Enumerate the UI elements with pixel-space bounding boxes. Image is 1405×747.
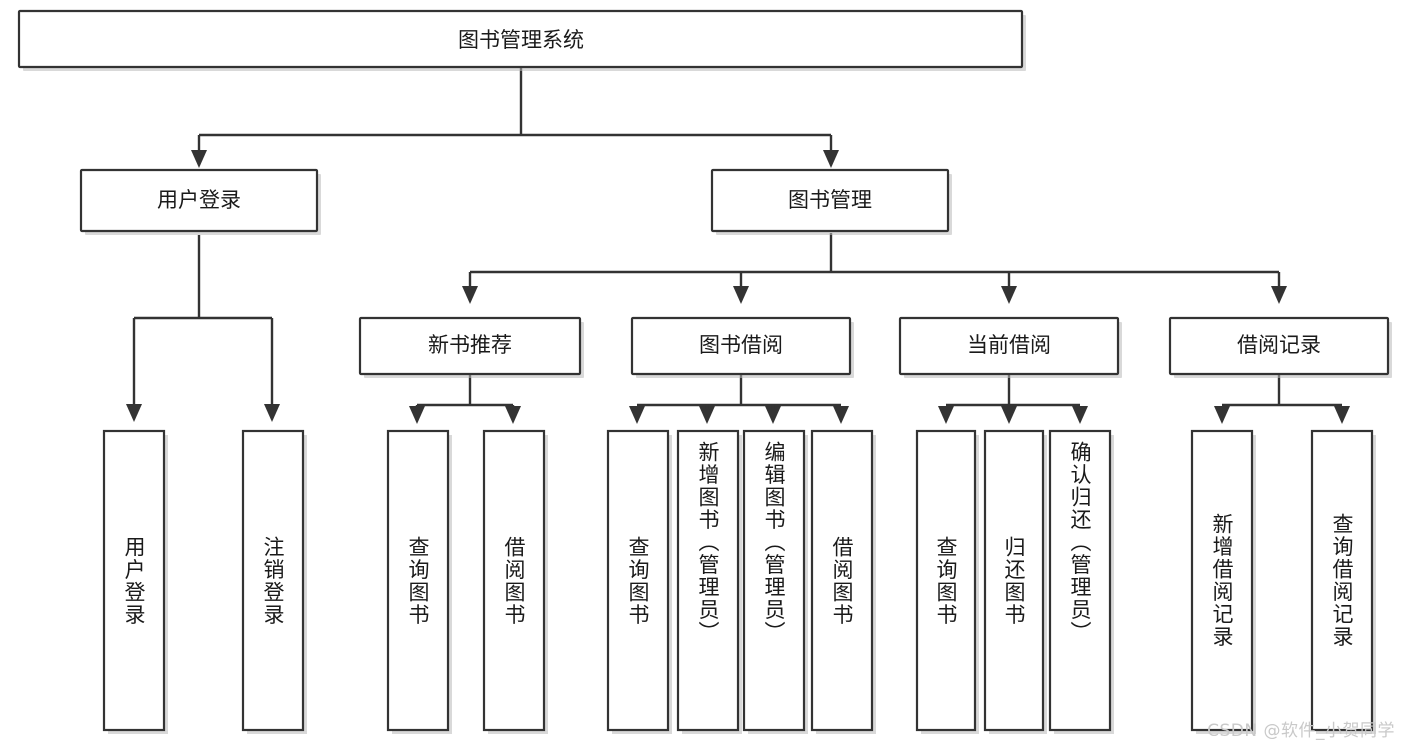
node-leaf-edit-book-box[interactable] — [742, 429, 806, 732]
node-book-borrow[interactable]: 图书借阅 — [630, 316, 854, 378]
arrowhead-current-borrow — [1001, 286, 1017, 304]
node-leaf-user-login-box[interactable] — [102, 429, 166, 732]
node-book-borrow-box[interactable] — [630, 316, 852, 376]
node-user-login-label: 用户登录 — [157, 188, 241, 212]
arrowhead-leaf-borrow-book-1 — [505, 406, 521, 424]
node-leaf-query-book-1-box[interactable] — [386, 429, 450, 732]
node-new-book-rec-box[interactable] — [358, 316, 582, 376]
arrowhead-leaf-user-login — [126, 404, 142, 422]
node-borrow-record-box[interactable] — [1168, 316, 1390, 376]
arrowhead-leaf-add-book — [699, 406, 715, 424]
arrowhead-leaf-confirm-return — [1072, 406, 1088, 424]
node-leaf-add-record-box[interactable] — [1190, 429, 1254, 732]
arrowhead-leaf-query-book-3 — [938, 406, 954, 424]
node-new-book-rec-label: 新书推荐 — [428, 333, 512, 357]
node-root[interactable]: 图书管理系统 — [17, 9, 1026, 71]
node-leaf-return-book-box[interactable] — [983, 429, 1045, 732]
arrowhead-leaf-query-book-1 — [409, 406, 425, 424]
node-book-mgmt-label: 图书管理 — [788, 188, 872, 212]
node-leaf-add-book-box[interactable] — [676, 429, 740, 732]
node-leaf-confirm-return-box[interactable] — [1048, 429, 1112, 732]
node-book-mgmt[interactable]: 图书管理 — [710, 168, 952, 235]
arrowhead-leaf-return-book — [1001, 406, 1017, 424]
arrowhead-user-login — [191, 150, 207, 168]
node-new-book-rec[interactable]: 新书推荐 — [358, 316, 584, 378]
arrowhead-leaf-logout — [264, 404, 280, 422]
arrowhead-leaf-borrow-book-2 — [833, 406, 849, 424]
arrowhead-leaf-query-book-2 — [629, 406, 645, 424]
node-leaf-query-record-box[interactable] — [1310, 429, 1374, 732]
connector-layer — [126, 67, 1350, 424]
watermark-text: CSDN @软件_小贺同学 — [1207, 721, 1395, 741]
arrowhead-new-book-rec — [462, 286, 478, 304]
arrowhead-book-borrow — [733, 286, 749, 304]
node-borrow-record[interactable]: 借阅记录 — [1168, 316, 1392, 378]
node-user-login-box[interactable] — [79, 168, 319, 233]
node-current-borrow[interactable]: 当前借阅 — [898, 316, 1122, 378]
node-book-borrow-label: 图书借阅 — [699, 333, 783, 357]
node-leaf-borrow-book-1-box[interactable] — [482, 429, 546, 732]
node-borrow-record-label: 借阅记录 — [1237, 333, 1321, 357]
arrowhead-leaf-edit-book — [765, 406, 781, 424]
arrowhead-book-mgmt — [823, 150, 839, 168]
leaf-boxes-layer — [102, 429, 1376, 734]
node-root-label: 图书管理系统 — [458, 28, 584, 52]
node-user-login[interactable]: 用户登录 — [79, 168, 321, 235]
node-current-borrow-label: 当前借阅 — [967, 333, 1051, 357]
node-leaf-query-book-2-box[interactable] — [606, 429, 670, 732]
node-leaf-query-book-3-box[interactable] — [915, 429, 977, 732]
arrowhead-leaf-query-record — [1334, 406, 1350, 424]
node-current-borrow-box[interactable] — [898, 316, 1120, 376]
arrowhead-leaf-add-record — [1214, 406, 1230, 424]
node-leaf-logout-box[interactable] — [241, 429, 305, 732]
arrowhead-borrow-record — [1271, 286, 1287, 304]
node-leaf-borrow-book-2-box[interactable] — [810, 429, 874, 732]
node-book-mgmt-box[interactable] — [710, 168, 950, 233]
node-root-box[interactable] — [17, 9, 1024, 69]
